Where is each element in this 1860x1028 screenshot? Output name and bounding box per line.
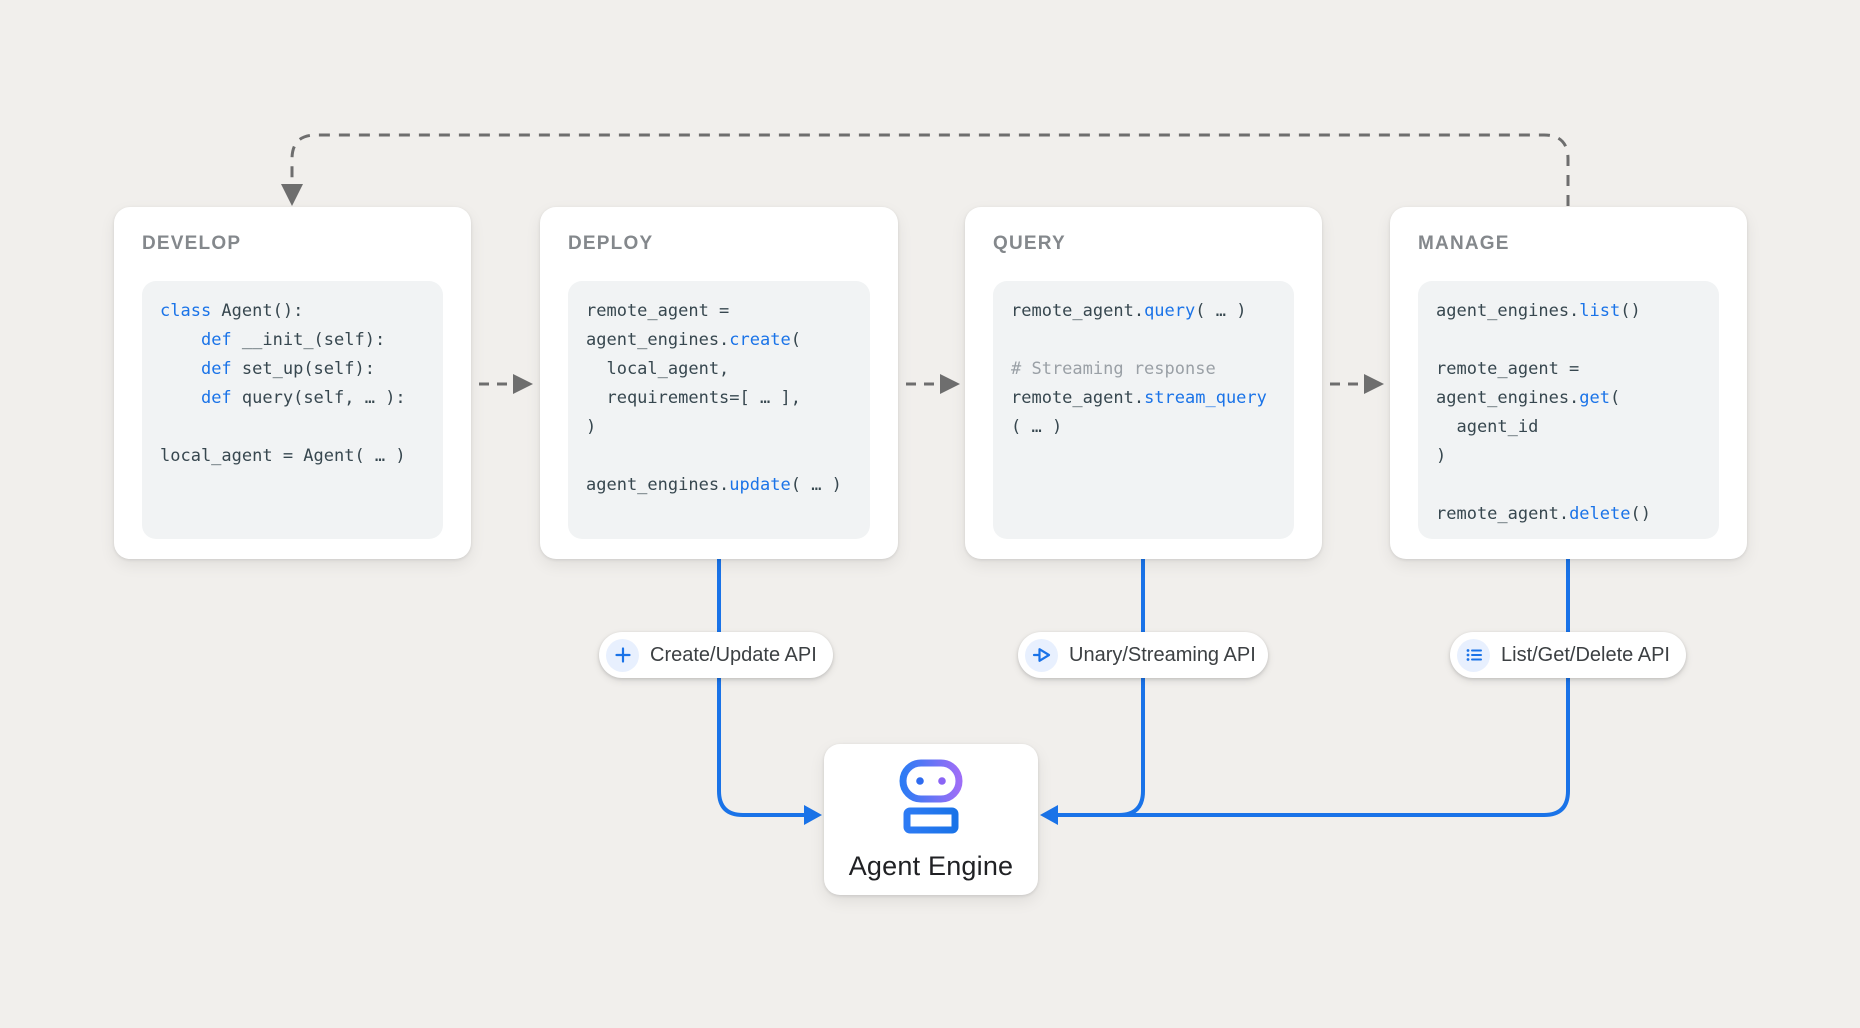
agent-engine-node: Agent Engine — [824, 744, 1038, 895]
code-line: remote_agent.stream_query — [1011, 388, 1267, 408]
code-line: agent_engines.create( — [586, 330, 801, 350]
list-get-delete-api-badge: List/Get/Delete API — [1450, 632, 1686, 678]
code-line: local_agent = Agent( … ) — [160, 446, 406, 466]
arrowhead-left-icon — [1040, 805, 1058, 825]
code-line: remote_agent = — [1436, 359, 1580, 379]
code-line — [1436, 326, 1701, 355]
code-line: agent_id — [1436, 417, 1539, 437]
list-get-delete-api-label: List/Get/Delete API — [1501, 643, 1670, 666]
arrowhead-down-icon — [281, 184, 303, 206]
arrowhead-right-icon — [1364, 374, 1384, 394]
code-line: local_agent, — [586, 359, 730, 379]
code-line: agent_engines.update( … ) — [586, 475, 842, 495]
deploy-to-query-arrow — [906, 374, 960, 394]
manage-to-engine-flow — [1040, 559, 1570, 825]
query-to-manage-arrow — [1330, 374, 1384, 394]
query-code-block: remote_agent.query( … ) # Streaming resp… — [993, 281, 1294, 539]
code-line — [1011, 326, 1276, 355]
deploy-to-engine-flow — [717, 559, 822, 825]
code-line: # Streaming response — [1011, 359, 1216, 379]
manage-code-block: agent_engines.list() remote_agent = agent… — [1418, 281, 1719, 539]
query-card-title: QUERY — [993, 233, 1066, 254]
code-line: ) — [586, 417, 597, 437]
code-line: remote_agent.delete() — [1436, 504, 1651, 524]
deploy-card-title: DEPLOY — [568, 233, 654, 254]
list-icon — [1457, 638, 1490, 672]
code-line: class Agent(): — [160, 301, 304, 321]
develop-code-block: class Agent(): def __init_(self): def se… — [142, 281, 443, 539]
develop-to-deploy-arrow — [479, 374, 533, 394]
code-line: ) — [1436, 446, 1447, 466]
manage-to-develop-dashed-loop — [281, 133, 1570, 206]
arrowhead-right-icon — [804, 805, 822, 825]
code-line: agent_engines.list() — [1436, 301, 1641, 321]
robot-icon — [898, 758, 964, 839]
code-line — [160, 413, 425, 442]
code-line: def __init_(self): — [200, 330, 386, 350]
code-line: def set_up(self): — [200, 359, 375, 379]
manage-card: MANAGE agent_engines.list() remote_agent… — [1390, 207, 1747, 559]
code-line: agent_engines.get( — [1436, 388, 1621, 408]
send-icon — [1025, 638, 1058, 672]
code-line — [1436, 471, 1701, 500]
create-update-api-label: Create/Update API — [650, 643, 817, 666]
query-to-engine-flow — [1058, 559, 1145, 817]
create-update-api-badge: Create/Update API — [599, 632, 833, 678]
code-line: requirements=[ … ], — [586, 388, 801, 408]
query-card: QUERY remote_agent.query( … ) # Streamin… — [965, 207, 1322, 559]
arrowhead-right-icon — [940, 374, 960, 394]
code-line: remote_agent = — [586, 301, 730, 321]
unary-streaming-api-label: Unary/Streaming API — [1069, 643, 1256, 666]
agent-engine-label: Agent Engine — [848, 850, 1014, 881]
code-line: def query(self, … ): — [200, 388, 406, 408]
code-line — [586, 442, 852, 471]
deploy-code-block: remote_agent = agent_engines.create( loca… — [568, 281, 870, 539]
plus-icon — [606, 638, 639, 672]
unary-streaming-api-badge: Unary/Streaming API — [1018, 632, 1268, 678]
develop-card-title: DEVELOP — [142, 233, 242, 254]
arrowhead-right-icon — [513, 374, 533, 394]
manage-card-title: MANAGE — [1418, 233, 1510, 254]
code-line: ( … ) — [1011, 417, 1063, 437]
deploy-card: DEPLOY remote_agent = agent_engines.creat… — [540, 207, 898, 559]
code-line: remote_agent.query( … ) — [1011, 301, 1247, 321]
develop-card: DEVELOP class Agent(): def __init_(self)… — [114, 207, 471, 559]
